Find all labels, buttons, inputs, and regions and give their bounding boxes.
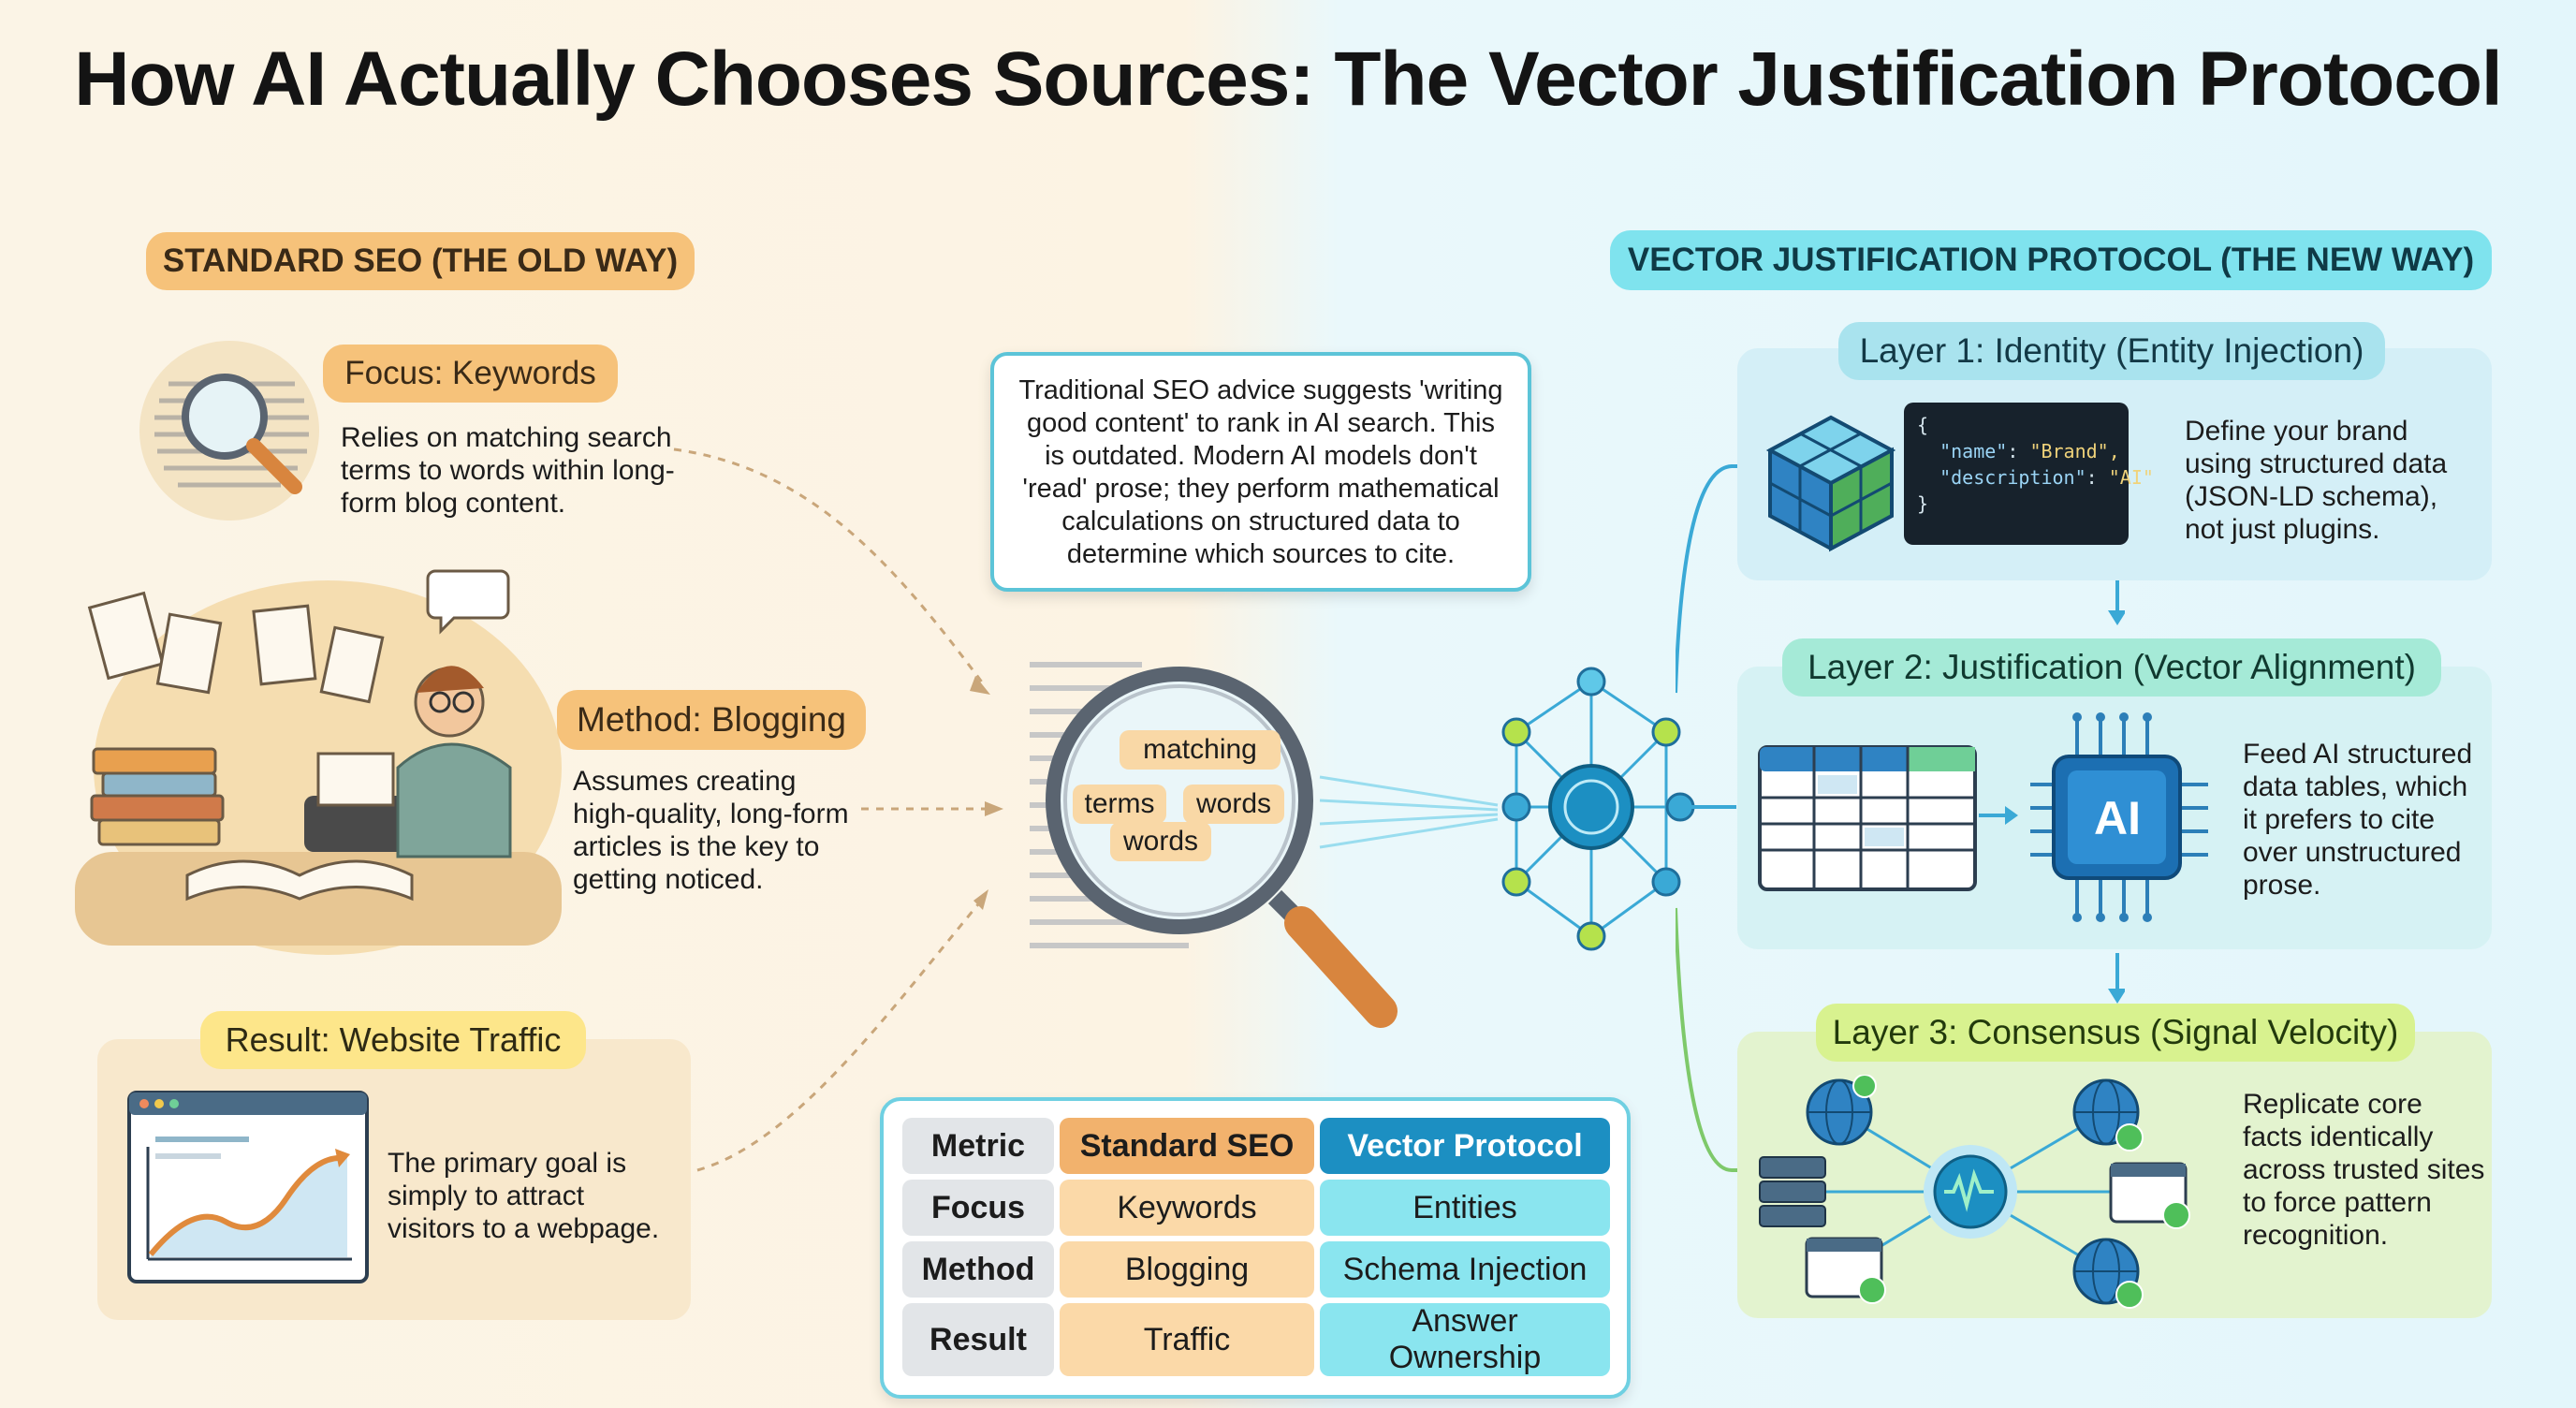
keyword-magnifier-icon bbox=[139, 341, 319, 521]
focus-text-line: form blog content. bbox=[341, 488, 566, 519]
layer1-text-line: (JSON-LD schema), bbox=[2185, 481, 2438, 512]
method-text-line: articles is the key to bbox=[573, 831, 820, 862]
lens-word-words-2: words bbox=[1110, 822, 1211, 861]
table-cell-metric: Method bbox=[902, 1241, 1054, 1298]
layer2-text: Feed AI structured data tables, which it… bbox=[2243, 738, 2472, 902]
table-cell-vector: Schema Injection bbox=[1320, 1241, 1610, 1298]
layer1-text: Define your brand using structured data … bbox=[2185, 415, 2447, 546]
result-text-line: The primary goal is bbox=[388, 1148, 627, 1179]
method-label: Method: Blogging bbox=[557, 690, 866, 750]
callout-line: calculations on structured data to bbox=[1061, 506, 1460, 536]
traffic-chart-icon bbox=[127, 1091, 369, 1283]
table-cell-metric: Focus bbox=[902, 1180, 1054, 1236]
table-row: Result Traffic Answer Ownership bbox=[902, 1303, 1610, 1376]
table-cell-standard: Traffic bbox=[1060, 1303, 1314, 1376]
layer2-text-line: it prefers to cite bbox=[2243, 804, 2436, 835]
layer2-label: Layer 2: Justification (Vector Alignment… bbox=[1782, 638, 2441, 697]
layer3-label: Layer 3: Consensus (Signal Velocity) bbox=[1816, 1004, 2415, 1062]
new-way-header: VECTOR JUSTIFICATION PROTOCOL (THE NEW W… bbox=[1610, 230, 2492, 290]
layer3-text-line: recognition. bbox=[2243, 1220, 2389, 1251]
writer-illustration-icon bbox=[75, 569, 562, 955]
ai-chip-icon bbox=[2030, 712, 2208, 922]
layer1-text-line: using structured data bbox=[2185, 448, 2448, 479]
method-text-line: getting noticed. bbox=[573, 864, 764, 895]
table-cell-vector: Entities bbox=[1320, 1180, 1610, 1236]
layer1-label: Layer 1: Identity (Entity Injection) bbox=[1838, 322, 2385, 380]
result-text-line: visitors to a webpage. bbox=[388, 1213, 660, 1244]
focus-label: Focus: Keywords bbox=[323, 345, 618, 403]
lens-word-words: words bbox=[1183, 785, 1284, 824]
layer3-text-line: across trusted sites bbox=[2243, 1154, 2485, 1185]
method-text: Assumes creating high-quality, long-form… bbox=[573, 765, 849, 896]
code-value: "AI" bbox=[2108, 466, 2154, 489]
table-row: Focus Keywords Entities bbox=[902, 1180, 1610, 1236]
code-line: "name": "Brand", bbox=[1939, 440, 2120, 462]
layer3-text-line: to force pattern bbox=[2243, 1187, 2432, 1218]
layer3-text: Replicate core facts identically across … bbox=[2243, 1088, 2484, 1252]
layer3-text-line: facts identically bbox=[2243, 1122, 2434, 1152]
table-header-standard-seo: Standard SEO bbox=[1060, 1118, 1314, 1174]
focus-text-line: Relies on matching search bbox=[341, 422, 672, 453]
method-text-line: high-quality, long-form bbox=[573, 799, 849, 829]
code-line: } bbox=[1917, 492, 1929, 515]
layer-connectors bbox=[1676, 464, 2125, 1172]
code-line: { bbox=[1917, 414, 1929, 436]
data-table-icon bbox=[1758, 745, 1977, 891]
arrow-to-chip-icon bbox=[1979, 806, 2018, 825]
callout-line: determine which sources to cite. bbox=[1066, 539, 1456, 569]
result-text: The primary goal is simply to attract vi… bbox=[388, 1147, 659, 1245]
table-cell-standard: Blogging bbox=[1060, 1241, 1314, 1298]
old-way-header: STANDARD SEO (THE OLD WAY) bbox=[146, 232, 695, 290]
consensus-network-icon bbox=[1759, 1075, 2190, 1309]
code-key: "description" bbox=[1939, 466, 2086, 489]
focus-text: Relies on matching search terms to words… bbox=[341, 421, 675, 520]
table-header-row: Metric Standard SEO Vector Protocol bbox=[902, 1118, 1610, 1174]
layer1-text-line: not just plugins. bbox=[2185, 514, 2380, 545]
comparison-table-card: Metric Standard SEO Vector Protocol Focu… bbox=[880, 1097, 1631, 1399]
table-cell-standard: Keywords bbox=[1060, 1180, 1314, 1236]
code-value: "Brand", bbox=[2029, 440, 2120, 462]
code-line: "description": "AI" bbox=[1939, 466, 2154, 489]
layer1-text-line: Define your brand bbox=[2185, 416, 2408, 447]
lens-word-matching: matching bbox=[1120, 730, 1281, 770]
layer2-text-line: data tables, which bbox=[2243, 771, 2468, 802]
table-row: Method Blogging Schema Injection bbox=[902, 1241, 1610, 1298]
callout-line: is outdated. Modern AI models don't bbox=[1045, 441, 1477, 471]
ai-chip-label: AI bbox=[2094, 792, 2141, 844]
flow-arrows bbox=[673, 447, 1003, 1172]
outdated-advice-callout: Traditional SEO advice suggests 'writing… bbox=[990, 352, 1531, 592]
method-text-line: Assumes creating bbox=[573, 766, 797, 797]
cube-icon bbox=[1765, 415, 1896, 552]
focus-text-line: terms to words within long- bbox=[341, 455, 675, 486]
json-ld-code: { "name": "Brand", "description": "AI"} bbox=[1904, 403, 2154, 545]
layer3-text-line: Replicate core bbox=[2243, 1089, 2422, 1120]
result-label: Result: Website Traffic bbox=[200, 1011, 586, 1069]
callout-line: 'read' prose; they perform mathematical bbox=[1022, 474, 1500, 504]
callout-line: good content' to rank in AI search. This bbox=[1027, 408, 1495, 438]
table-cell-metric: Result bbox=[902, 1303, 1054, 1376]
table-cell-vector: Answer Ownership bbox=[1320, 1303, 1610, 1376]
lens-word-terms: terms bbox=[1073, 785, 1166, 824]
page-title: How AI Actually Chooses Sources: The Vec… bbox=[74, 37, 2502, 122]
layer2-text-line: prose. bbox=[2243, 870, 2321, 901]
table-header-metric: Metric bbox=[902, 1118, 1054, 1174]
layer2-text-line: over unstructured bbox=[2243, 837, 2462, 868]
result-text-line: simply to attract bbox=[388, 1181, 585, 1211]
callout-line: Traditional SEO advice suggests 'writing bbox=[1018, 375, 1503, 405]
table-header-vector-protocol: Vector Protocol bbox=[1320, 1118, 1610, 1174]
comparison-table: Metric Standard SEO Vector Protocol Focu… bbox=[897, 1112, 1616, 1382]
code-key: "name" bbox=[1939, 440, 2008, 462]
layer2-text-line: Feed AI structured bbox=[2243, 739, 2473, 770]
